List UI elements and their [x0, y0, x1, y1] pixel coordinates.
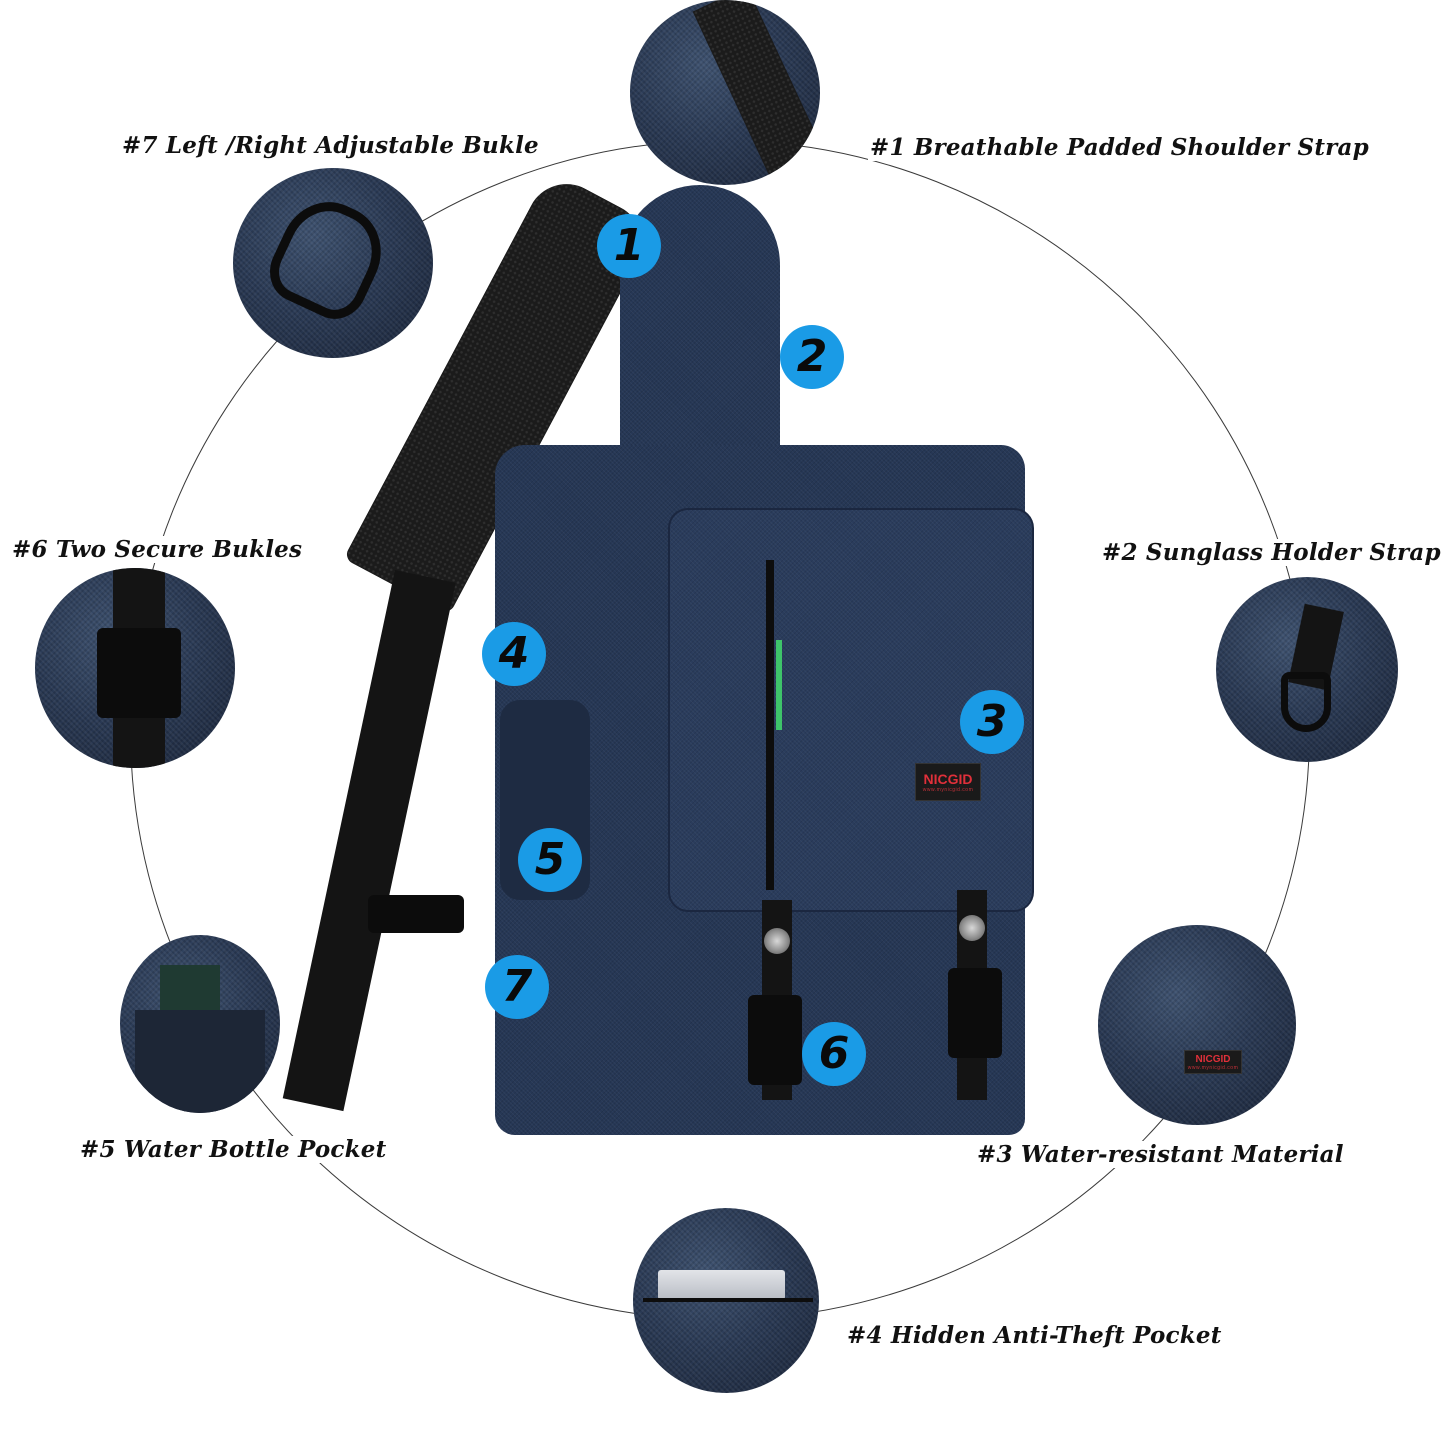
marker-6: 6 [802, 1022, 866, 1086]
marker-1: 1 [597, 214, 661, 278]
thumb-adjustable-buckle [233, 168, 433, 358]
snap-button-left [764, 928, 790, 954]
snap-button-right [959, 915, 985, 941]
brand-patch-small: NICGID www.mynicgid.com [1184, 1050, 1242, 1074]
marker-5: 5 [518, 828, 582, 892]
front-zipper [766, 560, 774, 890]
d-ring-icon [1281, 672, 1331, 732]
thumb-water-resistant-material: NICGID www.mynicgid.com [1098, 925, 1296, 1125]
lower-strap [282, 570, 456, 1112]
label-feature-2: #2 Sunglass Holder Strap [1100, 539, 1443, 566]
label-feature-5: #5 Water Bottle Pocket [78, 1136, 389, 1163]
thumb-water-bottle-pocket [120, 935, 280, 1113]
label-feature-1: #1 Breathable Padded Shoulder Strap [868, 134, 1371, 161]
zipper-pull-green [776, 640, 782, 730]
label-feature-7: #7 Left /Right Adjustable Bukle [120, 132, 541, 159]
thumb-shoulder-strap [630, 0, 820, 185]
thumb-anti-theft-pocket [633, 1208, 819, 1393]
marker-4: 4 [482, 622, 546, 686]
side-release-buckle-icon [97, 628, 181, 718]
brand-patch: NICGID www.mynicgid.com [915, 763, 981, 801]
label-feature-3: #3 Water-resistant Material [975, 1141, 1346, 1168]
tablet-device [658, 1270, 785, 1300]
front-buckle-left [748, 995, 802, 1085]
marker-7: 7 [485, 955, 549, 1019]
label-feature-6: #6 Two Secure Bukles [10, 536, 305, 563]
label-feature-4: #4 Hidden Anti-Theft Pocket [845, 1322, 1224, 1349]
thumb-sunglass-holder [1216, 577, 1398, 762]
marker-3: 3 [960, 690, 1024, 754]
front-buckle-right [948, 968, 1002, 1058]
strap-slider-buckle [368, 895, 464, 933]
thumb-secure-buckle [35, 568, 235, 768]
marker-2: 2 [780, 325, 844, 389]
